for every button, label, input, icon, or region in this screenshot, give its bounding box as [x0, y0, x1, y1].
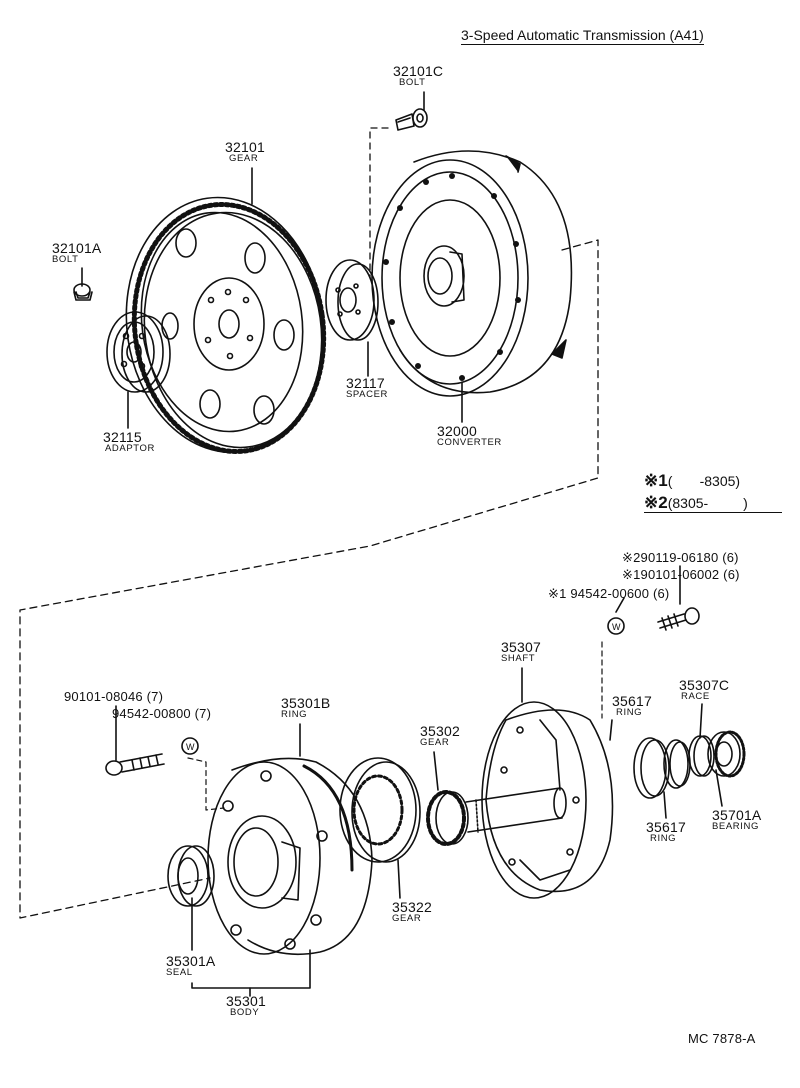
part-32101C: 32101C BOLT	[393, 64, 443, 88]
legend-range-2: (8305- )	[667, 495, 748, 511]
part-name: SHAFT	[501, 653, 536, 664]
part-32000: 32000 CONVERTER	[437, 424, 502, 448]
part-name: GEAR	[420, 737, 450, 748]
part-35301A: 35301A SEAL	[166, 954, 215, 978]
part-35307: 35307 SHAFT	[501, 640, 541, 664]
part-name: ADAPTOR	[105, 443, 155, 454]
part-number: 35301	[226, 993, 266, 1009]
part-name: SPACER	[346, 389, 388, 400]
legend-range-1: ( -8305)	[667, 473, 741, 489]
part-35301: 35301 BODY	[226, 994, 266, 1018]
diagram-title: 3-Speed Automatic Transmission (A41)	[461, 27, 704, 45]
part-number: 35701A	[712, 807, 762, 823]
part-name: BOLT	[52, 254, 79, 265]
part-name: GEAR	[229, 153, 259, 164]
part-32101A: 32101A BOLT	[52, 241, 101, 265]
part-name: BOLT	[399, 77, 426, 88]
part-32101: 32101 GEAR	[225, 140, 265, 164]
part-35307C: 35307C RACE	[679, 678, 729, 702]
part-name: CONVERTER	[437, 437, 502, 448]
part-number: 35617	[612, 693, 652, 709]
fastener-label-94542-00600: ※1 94542-00600 (6)	[548, 586, 670, 601]
legend-mark-2: ※2	[644, 493, 668, 512]
legend-row-2: ※2(8305- )	[644, 494, 748, 511]
part-number: 35301B	[281, 695, 331, 711]
part-35322: 35322 GEAR	[392, 900, 432, 924]
legend-mark-1: ※1	[644, 471, 668, 490]
part-name: BEARING	[712, 821, 759, 832]
fastener-label-94542-00800: 94542-00800 (7)	[112, 706, 212, 721]
part-name: RING	[650, 833, 677, 844]
part-number: 32101	[225, 139, 265, 155]
diagram-code: MC 7878-A	[688, 1031, 756, 1046]
part-35617-upper: 35617 RING	[612, 694, 652, 718]
part-35617-lower: 35617 RING	[646, 820, 686, 844]
part-number: 32117	[346, 375, 385, 391]
part-number: 35617	[646, 819, 686, 835]
part-number: 35322	[392, 899, 432, 915]
part-name: RING	[616, 707, 643, 718]
svg-text:W: W	[186, 742, 195, 752]
part-35701A: 35701A BEARING	[712, 808, 761, 832]
part-name: SEAL	[166, 967, 193, 978]
part-number: 32115	[103, 429, 142, 445]
part-32117: 32117 SPACER	[346, 376, 388, 400]
legend-row-1: ※1( -8305)	[644, 472, 740, 489]
svg-text:W: W	[612, 622, 621, 632]
fastener-label-90101-08046: 90101-08046 (7)	[64, 689, 164, 704]
fastener-label-90119: ※290119-06180 (6)	[622, 550, 739, 565]
part-35302: 35302 GEAR	[420, 724, 460, 748]
part-32115: 32115 ADAPTOR	[103, 430, 155, 454]
part-number: 32101A	[52, 240, 102, 256]
part-number: 32000	[437, 423, 477, 439]
part-number: 32101C	[393, 63, 444, 79]
part-number: 35302	[420, 723, 460, 739]
part-number: 35301A	[166, 953, 216, 969]
part-name: GEAR	[392, 913, 422, 924]
part-name: RING	[281, 709, 308, 720]
part-number: 35307C	[679, 677, 730, 693]
part-name: BODY	[230, 1007, 260, 1018]
fastener-label-90101-06002: ※190101-06002 (6)	[622, 567, 740, 582]
part-name: RACE	[681, 691, 710, 702]
part-number: 35307	[501, 639, 541, 655]
legend-underline	[644, 512, 782, 513]
part-35301B: 35301B RING	[281, 696, 330, 720]
